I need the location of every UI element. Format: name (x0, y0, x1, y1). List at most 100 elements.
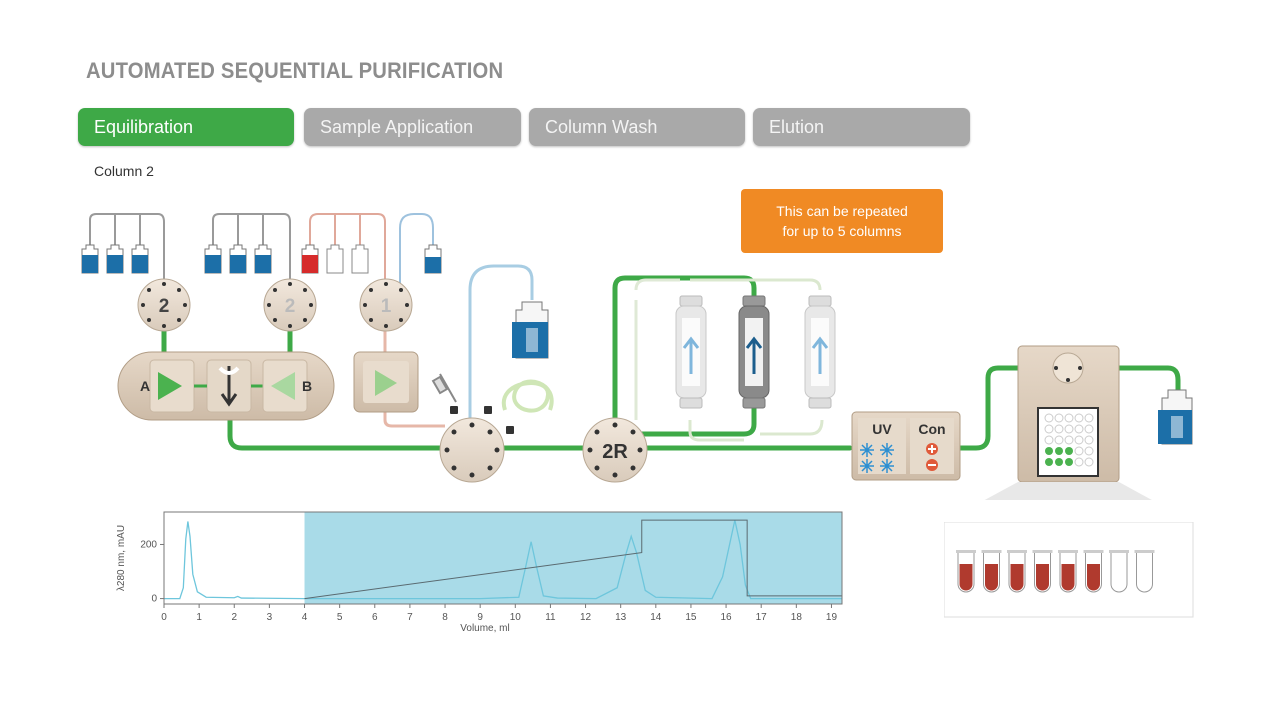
con-label: Con (918, 421, 945, 437)
buffer-bottles (81, 244, 442, 274)
x-tick-label: 13 (615, 612, 627, 623)
x-tick-label: 15 (685, 612, 697, 623)
x-tick-label: 1 (196, 612, 202, 623)
bottle-icon (254, 244, 272, 274)
valve-left[interactable]: 2 (137, 278, 191, 332)
column-2-active (738, 295, 770, 409)
arrow-up-icon (682, 336, 700, 374)
elution-highlight (304, 512, 842, 604)
valve-middle[interactable]: 2 (263, 278, 317, 332)
x-tick-label: 0 (161, 612, 167, 623)
syringe-icon (431, 373, 457, 403)
bottle-icon (106, 244, 124, 274)
bottle-icon (81, 244, 99, 274)
well-plate (1044, 413, 1094, 467)
pump-a-label: A (140, 378, 150, 394)
tube-rim (981, 550, 1002, 553)
valve-right[interactable]: 1 (359, 278, 413, 332)
gradient-line (304, 519, 842, 600)
tube-fill (1036, 564, 1049, 591)
x-tick-label: 16 (721, 612, 733, 623)
column-1 (675, 295, 707, 409)
pump-b-label: B (302, 378, 312, 394)
uv-trace-line (164, 519, 842, 600)
detector-unit[interactable]: UV Con (851, 411, 961, 481)
inactive-pipes (383, 264, 824, 442)
x-tick-label: 17 (756, 612, 768, 623)
y-tick-label: 200 (140, 539, 157, 550)
y-tick-labels: 0 200 (140, 539, 164, 605)
y-axis-label: λ280 nm, mAU (116, 525, 127, 591)
valve-middle-label: 2 (285, 296, 296, 317)
flow-diagram: 2 2 1 A B (81, 213, 1193, 500)
tube-icon (1110, 551, 1128, 593)
waste-bottle-icon (512, 301, 549, 359)
bottle-icon (131, 244, 149, 274)
chart-series (164, 519, 842, 600)
column-valve[interactable]: 2R (582, 417, 648, 483)
x-tick-label: 19 (826, 612, 838, 623)
fraction-zoom (984, 482, 1152, 500)
repeat-note-line2: for up to 5 columns (782, 223, 902, 239)
bottle-icon (204, 244, 222, 274)
tube-rim (1134, 550, 1155, 553)
tube-fill (959, 564, 973, 591)
x-tick-label: 3 (267, 612, 273, 623)
bottle-icon (424, 244, 442, 274)
page-title: AUTOMATED SEQUENTIAL PURIFICATION (86, 58, 504, 83)
x-axis-label: Volume, ml (460, 623, 509, 634)
valve-right-label: 1 (381, 296, 392, 317)
x-tick-label: 9 (477, 612, 483, 623)
tube-rim (1058, 550, 1078, 553)
x-tick-label: 11 (545, 612, 556, 623)
tube-rim (1007, 550, 1027, 553)
tube-fill (1010, 564, 1024, 591)
fraction-collector[interactable] (1017, 345, 1120, 483)
arrow-up-icon (811, 336, 829, 374)
sample-bottle-icon (301, 244, 319, 274)
uv-lamp-icon (860, 443, 894, 473)
tab-elution[interactable]: Elution (753, 108, 970, 146)
uv-label: UV (872, 421, 892, 437)
inlet-lines (89, 213, 434, 290)
valve-left-label: 2 (159, 296, 170, 317)
column-valve-label: 2R (602, 441, 628, 463)
repeat-note-line1: This can be repeated (776, 203, 908, 219)
x-tick-label: 7 (407, 612, 413, 623)
fraction-tubes (956, 550, 1155, 593)
x-tick-label: 14 (650, 612, 662, 623)
arrow-up-icon (745, 336, 763, 374)
tab-sample-application[interactable]: Sample Application (304, 108, 521, 146)
tube-rim (1032, 550, 1053, 553)
tube-rim (1083, 550, 1104, 553)
chart-frame (163, 511, 843, 605)
tube-fill (1061, 564, 1075, 591)
outlet-bottle-icon (1158, 389, 1193, 445)
injection-valve[interactable] (439, 406, 514, 483)
x-tick-label: 10 (510, 612, 522, 623)
y-tick-label: 0 (151, 594, 157, 605)
tab-column-wash[interactable]: Column Wash (529, 108, 745, 146)
conductivity-icon (926, 443, 938, 471)
column-label: Column 2 (94, 163, 154, 179)
column-3 (804, 295, 836, 409)
tube-icon (1136, 551, 1153, 593)
sample-pump[interactable] (353, 351, 419, 413)
tab-equilibration[interactable]: Equilibration (78, 108, 294, 146)
x-tick-label: 4 (302, 612, 308, 623)
system-pump-unit[interactable]: A B (117, 351, 335, 421)
x-tick-label: 5 (337, 612, 343, 623)
x-tick-label: 2 (231, 612, 237, 623)
tube-fill (985, 564, 998, 591)
x-tick-label: 8 (442, 612, 448, 623)
tube-rim (1109, 550, 1129, 553)
repeat-note: This can be repeated for up to 5 columns (741, 189, 943, 253)
bottle-icon (351, 244, 369, 274)
tube-fill (1087, 564, 1100, 591)
x-tick-label: 18 (791, 612, 803, 623)
sample-loop (501, 379, 554, 413)
fraction-tubes-panel (944, 522, 1194, 618)
x-tick-label: 6 (372, 612, 378, 623)
